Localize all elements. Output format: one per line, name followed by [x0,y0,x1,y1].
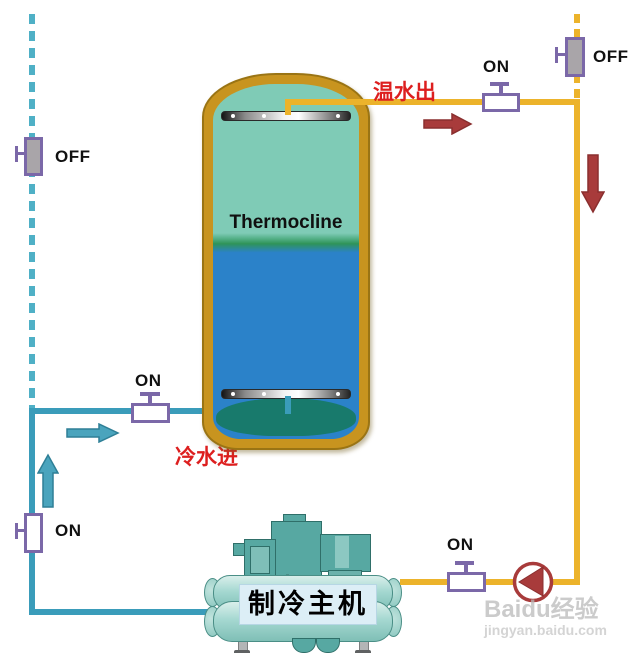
cold-pipe-dashed-left [29,14,35,408]
cold-pipe-tank-stub [285,396,291,414]
chiller-foot [355,650,371,653]
diffuser-nozzle-icon [230,392,235,396]
top-right-valve-state: OFF [593,47,629,66]
thermocline-label: Thermocline [229,212,343,233]
valve-handle-icon [490,82,509,86]
warm-outlet-valve-state: ON [483,57,510,76]
valve-handle-icon [15,146,18,162]
cold-flow-up-arrow-icon [37,453,59,508]
diffuser-nozzle-icon [335,392,340,396]
valve-handle-icon [17,152,25,155]
cold-pipe-left-vertical [29,408,35,614]
valve-handle-icon [555,47,558,63]
chiller-foot [234,650,250,653]
valve-handle-icon [464,564,468,573]
chiller-unit: 制冷主机 [195,512,413,653]
tank-water: Thermocline [213,84,359,439]
thermal-storage-tank: Thermocline [202,73,370,450]
chiller-name-label: 制冷主机 [248,589,368,619]
valve-handle-icon [17,529,25,532]
diffuser-nozzle-icon [230,114,235,118]
top-right-off-valve-icon [565,37,585,77]
valve-handle-icon [15,523,18,539]
cold-flow-right-arrow-icon [66,423,120,443]
bottom-left-on-valve-icon [24,513,43,553]
left-off-valve-icon [24,137,43,176]
cold-inlet-on-valve-icon [131,403,170,423]
drain-port [316,638,340,653]
warm-pipe-bottom-horizontal [400,579,580,585]
left-valve-state: OFF [55,147,91,166]
chiller-label-band: 制冷主机 [239,584,377,625]
warm-outlet-on-valve-icon [482,93,520,112]
warm-flow-right-arrow-icon [423,113,473,135]
warm-pipe-top-horizontal [285,99,578,105]
warm-flow-down-arrow-icon [581,154,605,214]
diffuser-nozzle-icon [261,114,266,118]
pump-icon [512,561,554,603]
cold-pipe-bottom-horizontal [29,609,219,615]
warm-pipe-tank-stub [285,99,291,115]
watermark: Baidu经验 jingyan.baidu.com [484,596,607,639]
compressor-right-panel [335,536,349,568]
warm-water-out-label: 温水出 [373,80,436,104]
valve-handle-icon [557,53,566,56]
watermark-brand: Baidu经验 [484,596,599,623]
watermark-url: jingyan.baidu.com [484,622,607,639]
cold-inlet-valve-state: ON [135,371,162,390]
valve-handle-icon [455,561,474,565]
valve-handle-icon [499,85,503,94]
warm-pipe-right-vertical [574,99,580,585]
drain-port [292,638,316,653]
valve-handle-icon [140,392,160,396]
bottom-left-valve-state: ON [55,521,82,540]
chiller-outlet-valve-state: ON [447,535,474,554]
compressor-left-panel [250,546,270,574]
compressor-body [271,521,322,578]
diffuser-nozzle-icon [335,114,340,118]
diffuser-nozzle-icon [261,392,266,396]
chiller-outlet-on-valve-icon [447,572,486,592]
valve-handle-icon [148,395,152,404]
